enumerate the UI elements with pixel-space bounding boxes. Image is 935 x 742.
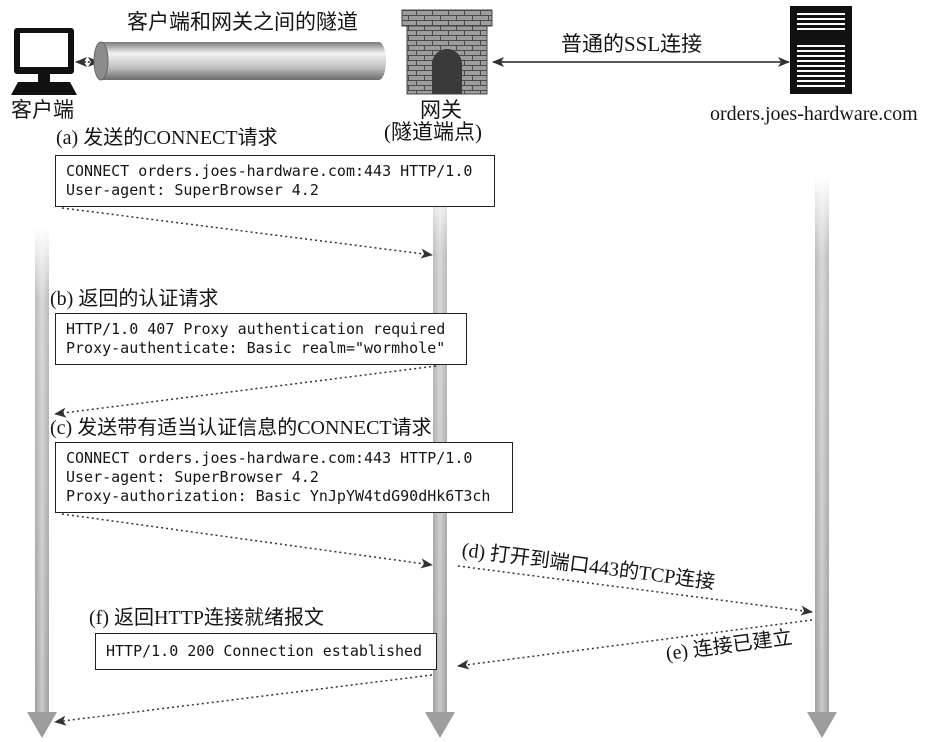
tunnel-label: 客户端和网关之间的隧道 xyxy=(127,10,358,34)
server-lifeline-sheen xyxy=(815,176,829,712)
ssl-connection-label: 普通的SSL连接 xyxy=(561,32,703,56)
arrow-a-connect-request xyxy=(61,207,433,259)
message-line: User-agent: SuperBrowser 4.2 xyxy=(66,181,319,199)
tunnel-tube xyxy=(93,41,386,81)
tunnel-tube-body xyxy=(101,42,379,80)
message-line: CONNECT orders.joes-hardware.com:443 HTT… xyxy=(66,162,473,180)
message-line: CONNECT orders.joes-hardware.com:443 HTT… xyxy=(66,449,473,467)
server-hostname-label: orders.joes-hardware.com xyxy=(710,103,918,125)
step-b-label: (b) 返回的认证请求 xyxy=(50,288,219,310)
client-lifeline xyxy=(27,228,57,738)
gateway-label: 网关 xyxy=(420,98,462,122)
computer-icon xyxy=(11,28,77,95)
arrow-b-auth-challenge xyxy=(54,365,437,418)
step-c-label: (c) 发送带有适当认证信息的CONNECT请求 xyxy=(50,417,432,439)
message-line: HTTP/1.0 407 Proxy authentication requir… xyxy=(66,320,446,338)
message-line: Proxy-authenticate: Basic realm="wormhol… xyxy=(66,339,446,357)
server-vents xyxy=(797,13,845,87)
message-line: HTTP/1.0 200 Connection established xyxy=(106,642,423,660)
computer-base xyxy=(11,82,77,95)
monitor-screen xyxy=(20,33,68,67)
server-tower-icon xyxy=(790,6,852,94)
arrow-c-authorized-connect xyxy=(61,513,433,569)
monitor-neck xyxy=(38,74,50,82)
server-lifeline xyxy=(807,176,837,738)
brick-gateway-icon xyxy=(401,9,493,95)
client-lifeline-sheen xyxy=(35,228,49,712)
tunnel-tube-left-end xyxy=(93,41,109,81)
message-line: Proxy-authorization: Basic YnJpYW4tdG90d… xyxy=(66,487,491,505)
gateway-sublabel: (隧道端点) xyxy=(384,120,482,144)
step-a-message-box: CONNECT orders.joes-hardware.com:443 HTT… xyxy=(55,155,495,207)
step-f-message-box: HTTP/1.0 200 Connection established xyxy=(95,633,437,670)
gateway-cap xyxy=(401,9,493,27)
client-label: 客户端 xyxy=(11,98,74,122)
gateway-archway xyxy=(432,49,462,94)
step-f-label: (f) 返回HTTP连接就绪报文 xyxy=(89,607,324,629)
tunnel-tube-right-end xyxy=(372,42,386,80)
step-c-message-box: CONNECT orders.joes-hardware.com:443 HTT… xyxy=(55,442,513,513)
message-line: User-agent: SuperBrowser 4.2 xyxy=(66,468,319,486)
step-b-message-box: HTTP/1.0 407 Proxy authentication requir… xyxy=(55,313,467,365)
arrow-f-connection-ready xyxy=(54,674,433,726)
step-a-label: (a) 发送的CONNECT请求 xyxy=(56,127,278,149)
